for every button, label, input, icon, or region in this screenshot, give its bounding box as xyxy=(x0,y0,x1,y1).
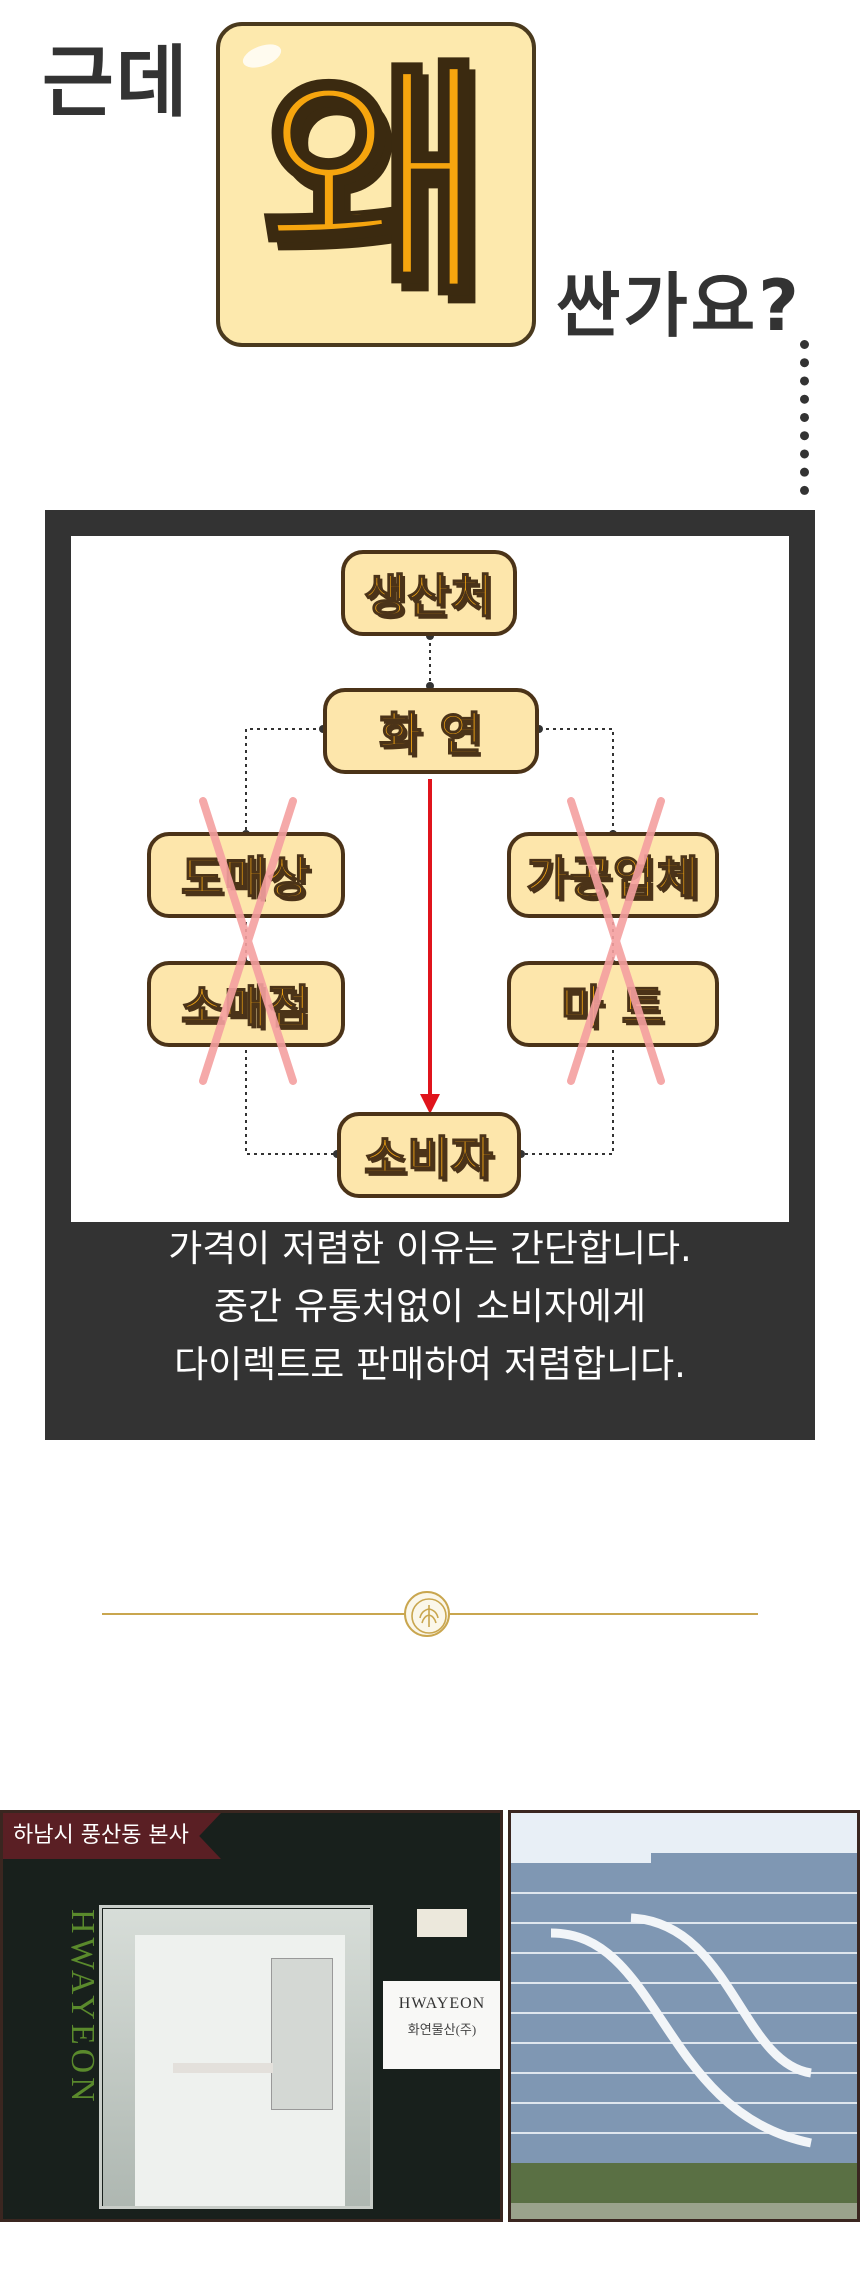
caption-line-2: 중간 유통처없이 소비자에게 xyxy=(213,1285,646,1328)
headline-emphasis-box: 왜 xyxy=(216,22,536,347)
door-plate xyxy=(417,1909,467,1937)
company-sign: HWAYEON 화연물산(주) xyxy=(383,1981,500,2069)
node-retailer: 소매점 xyxy=(147,961,345,1047)
office-desk xyxy=(173,2063,273,2073)
location-ribbon: 하남시 풍산동 본사 xyxy=(3,1813,221,1859)
caption-line-1: 가격이 저렴한 이유는 간단합니다. xyxy=(168,1227,692,1270)
caption: 가격이 저렴한 이유는 간단합니다. 중간 유통처없이 소비자에게 다이렉트로 … xyxy=(45,1220,815,1394)
distribution-diagram: 생산처 화 연 도매상 가공업체 소매점 마 트 소비자 xyxy=(71,536,789,1222)
distribution-panel: 생산처 화 연 도매상 가공업체 소매점 마 트 소비자 가격이 저렴한 이유는… xyxy=(45,510,815,1440)
node-hwayeon: 화 연 xyxy=(323,688,539,774)
node-producer: 생산처 xyxy=(341,550,517,636)
headline-emphasis: 왜 xyxy=(259,36,493,331)
building-illustration xyxy=(511,1813,857,2219)
node-processor: 가공업체 xyxy=(507,832,719,918)
office-cabinet xyxy=(271,1958,333,2110)
sign-brand: HWAYEON xyxy=(398,1995,486,2012)
node-mart: 마 트 xyxy=(507,961,719,1047)
headline-prefix: 근데 xyxy=(42,38,190,128)
headquarters-photo: HWAYEON HWAYEON 화연물산(주) 하남시 풍산동 본사 xyxy=(0,1810,503,2222)
door-frame xyxy=(99,1905,373,2209)
leaf-emblem-icon xyxy=(404,1591,450,1637)
dotted-connector xyxy=(800,340,809,495)
headline-suffix: 싼가요? xyxy=(556,265,802,347)
node-wholesaler: 도매상 xyxy=(147,832,345,918)
building-photo xyxy=(508,1810,860,2222)
sign-company: 화연물산(주) xyxy=(407,2022,477,2037)
node-consumer: 소비자 xyxy=(337,1112,521,1198)
wall-logo: HWAYEON xyxy=(64,1909,101,2106)
caption-line-3: 다이렉트로 판매하여 저렴합니다. xyxy=(174,1343,686,1386)
